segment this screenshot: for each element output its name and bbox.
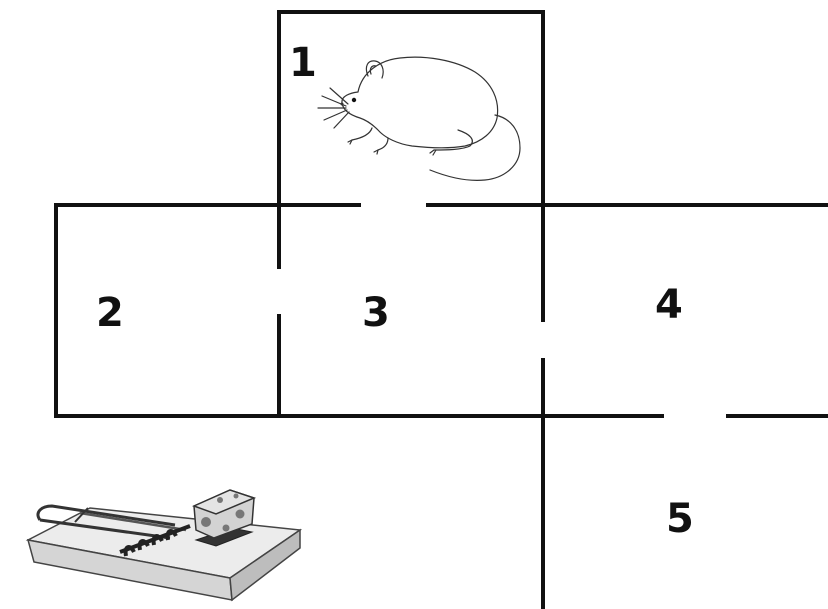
room-4-label: 4 xyxy=(655,282,683,328)
mouse-icon xyxy=(318,57,520,180)
room-1-label: 1 xyxy=(289,40,317,86)
room-5-label: 5 xyxy=(666,496,694,542)
room-3-label: 3 xyxy=(362,290,390,336)
mousetrap-icon xyxy=(28,506,300,600)
room-2-label: 2 xyxy=(96,290,124,336)
